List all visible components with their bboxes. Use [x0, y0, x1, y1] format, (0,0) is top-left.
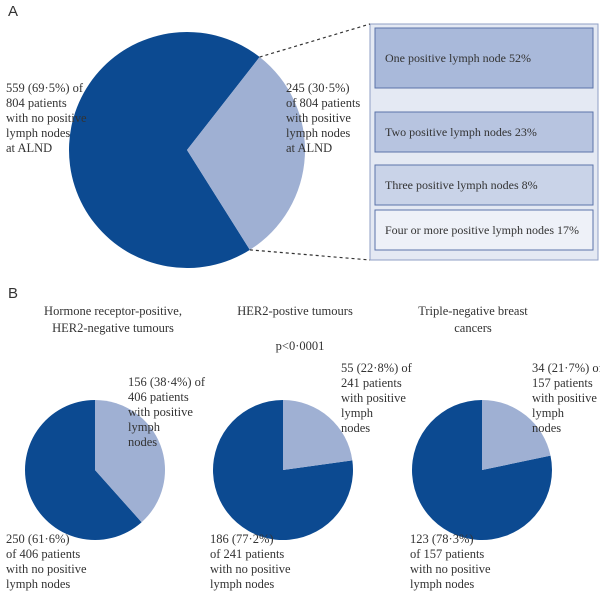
pie-a-slice-no-positive — [69, 31, 260, 268]
breakdown-label: Three positive lymph nodes 8% — [385, 178, 538, 192]
p-value: p<0·0001 — [276, 339, 325, 353]
panel-label-b: B — [8, 285, 18, 302]
pie-b2-slice-positive — [283, 400, 353, 470]
connector-bottom — [249, 249, 371, 261]
pie-b1-slice-no-positive — [25, 400, 142, 540]
pie-b3-slice-no-positive — [411, 400, 552, 541]
breakdown-box — [374, 209, 594, 251]
breakdown-label: Four or more positive lymph nodes 17% — [385, 223, 579, 237]
connector-top — [259, 23, 371, 58]
pie-b1-title: Hormone receptor-positive,HER2-negative … — [44, 304, 182, 335]
breakdown-box — [374, 111, 594, 153]
pie-b2-slice-no-positive — [212, 400, 353, 540]
breakdown-label: Two positive lymph nodes 23% — [385, 125, 537, 139]
breakdown-box — [374, 27, 594, 89]
breakdown-label: One positive lymph node 52% — [385, 51, 531, 65]
panel-label-a: A — [8, 3, 18, 20]
breakdown-box — [374, 164, 594, 206]
pie-b2-title: HER2-postive tumours — [237, 304, 353, 318]
pie-b1-slice-positive — [95, 399, 166, 523]
pie-a-slice-positive — [187, 57, 306, 250]
pie-b3-slice-positive — [482, 400, 551, 470]
